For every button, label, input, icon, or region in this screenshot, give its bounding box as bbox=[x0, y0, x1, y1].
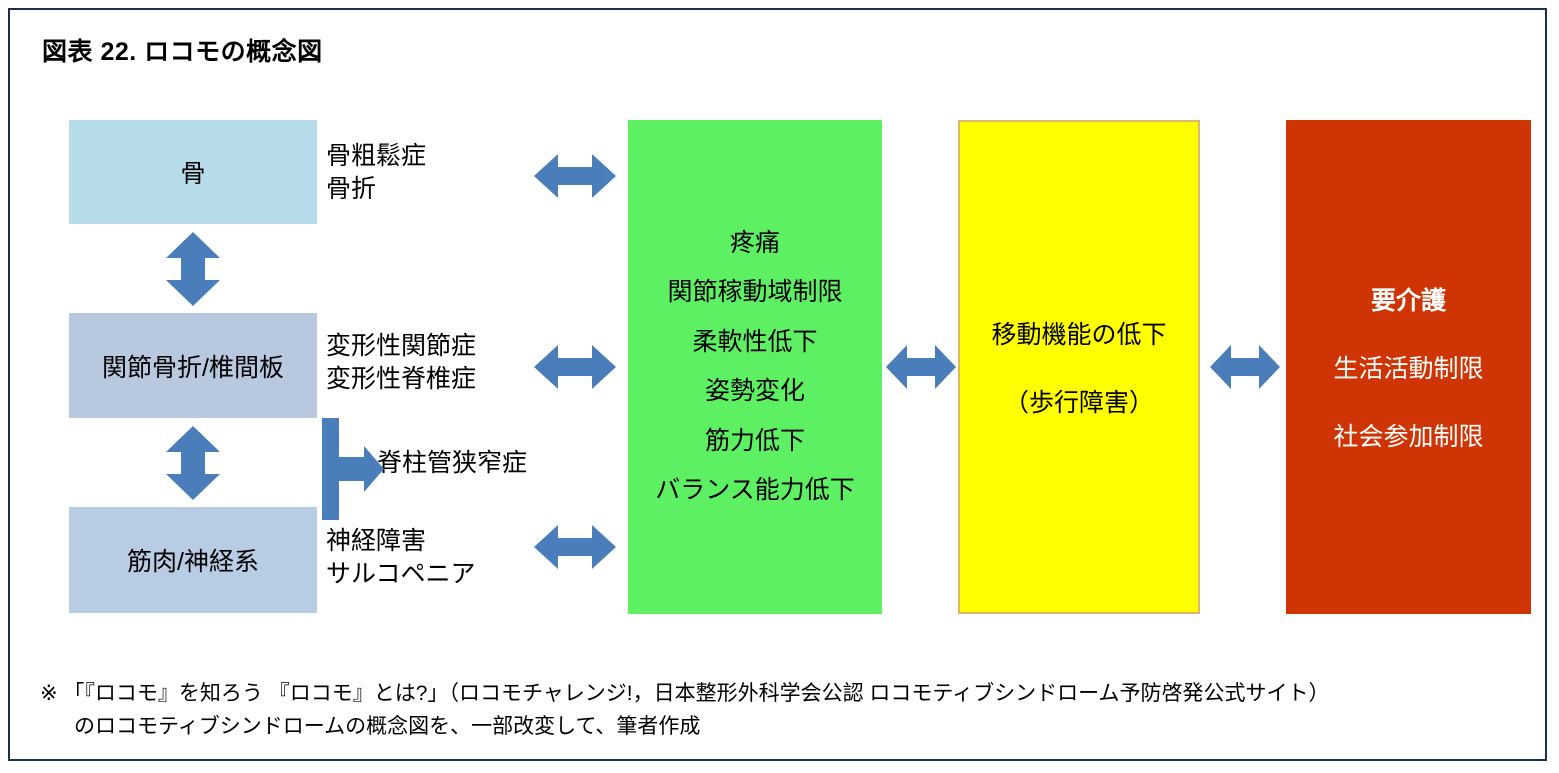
organ-box-joint: 関節骨折/椎間板 bbox=[69, 313, 317, 418]
organ-box-bone: 骨 bbox=[69, 120, 317, 224]
nursing-care-line1: 生活活動制限 bbox=[1333, 355, 1484, 383]
condition-label-joint-line2: 変形性脊椎症 bbox=[326, 365, 477, 393]
condition-label-muscle: 神経障害 サルコペニア bbox=[326, 525, 476, 591]
mobility-decline-line1: 移動機能の低下 bbox=[991, 321, 1167, 349]
double-arrow-horizontal-icon bbox=[534, 154, 616, 198]
symptom-item: 筋力低下 bbox=[704, 426, 805, 455]
organ-box-muscle-label: 筋肉/神経系 bbox=[127, 548, 259, 576]
figure-frame: 図表 22. ロコモの概念図 骨 関節骨折/椎間板 筋肉/神経系 骨粗鬆症 骨折… bbox=[8, 8, 1547, 761]
double-arrow-horizontal-icon bbox=[1210, 345, 1280, 389]
mobility-decline-line2: （歩行障害） bbox=[1003, 389, 1154, 417]
condition-label-bone-line2: 骨折 bbox=[326, 175, 377, 203]
condition-label-muscle-line1: 神経障害 bbox=[326, 527, 427, 555]
condition-label-joint: 変形性関節症 変形性脊椎症 bbox=[326, 330, 476, 396]
double-arrow-horizontal-icon bbox=[534, 345, 616, 389]
double-arrow-horizontal-icon bbox=[886, 345, 956, 389]
double-arrow-vertical-icon bbox=[166, 426, 220, 500]
double-arrow-vertical-icon bbox=[166, 232, 220, 306]
condition-label-stenosis: 脊柱管狭窄症 bbox=[377, 449, 528, 477]
organ-box-muscle: 筋肉/神経系 bbox=[69, 507, 317, 613]
symptom-item: 柔軟性低下 bbox=[692, 327, 818, 356]
figure-title: 図表 22. ロコモの概念図 bbox=[42, 38, 323, 66]
condition-label-joint-line1: 変形性関節症 bbox=[326, 332, 477, 360]
nursing-care-line2: 社会参加制限 bbox=[1333, 423, 1484, 451]
nursing-care-heading: 要介護 bbox=[1370, 287, 1446, 315]
mobility-decline-box: 移動機能の低下 （歩行障害） bbox=[958, 120, 1200, 614]
symptom-item: バランス能力低下 bbox=[655, 476, 855, 504]
symptom-item: 疼痛 bbox=[729, 228, 780, 257]
footnote-line-1: ※ 「『ロコモ』を知ろう 『ロコモ』とは?」（ロコモチャレンジ!，日本整形外科学… bbox=[40, 682, 1330, 705]
organ-box-bone-label: 骨 bbox=[180, 160, 206, 188]
symptoms-box: 疼痛 関節稼動域制限 柔軟性低下 姿勢変化 筋力低下 バランス能力低下 bbox=[628, 120, 882, 614]
organ-box-joint-label: 関節骨折/椎間板 bbox=[102, 353, 284, 382]
nursing-care-box: 要介護 生活活動制限 社会参加制限 bbox=[1286, 120, 1531, 614]
condition-label-bone-line1: 骨粗鬆症 bbox=[326, 142, 427, 170]
double-arrow-horizontal-icon bbox=[534, 525, 616, 569]
condition-label-bone: 骨粗鬆症 骨折 bbox=[326, 140, 426, 206]
branch-arrow-icon bbox=[322, 418, 384, 520]
footnote: ※ 「『ロコモ』を知ろう 『ロコモ』とは?」（ロコモチャレンジ!，日本整形外科学… bbox=[40, 678, 1540, 743]
condition-label-muscle-line2: サルコペニア bbox=[326, 560, 476, 588]
symptom-item: 関節稼動域制限 bbox=[667, 278, 843, 306]
symptom-item: 姿勢変化 bbox=[704, 377, 805, 405]
footnote-line-2: のロコモティブシンドロームの概念図を、一部改変して、筆者作成 bbox=[74, 714, 701, 738]
